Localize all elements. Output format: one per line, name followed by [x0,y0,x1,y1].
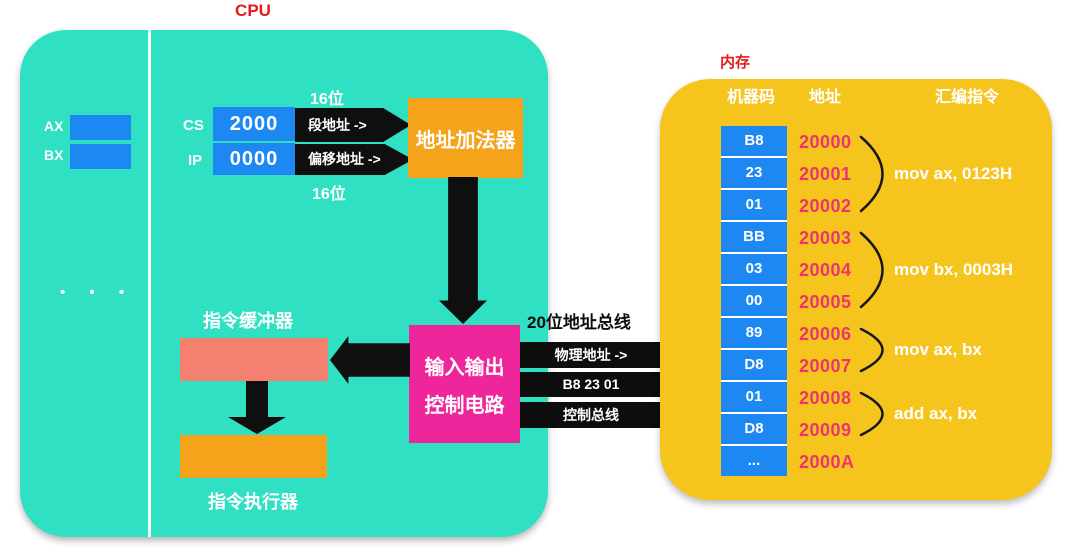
memory-address: 20004 [799,260,852,280]
memory-cell: ... [747,452,761,469]
memory-address: 20003 [799,228,852,248]
memory-cell: 03 [721,254,787,286]
bus-bar-physical-address: 物理地址 -> [520,342,662,368]
register-bx-box [70,144,131,169]
cpu-divider [148,30,151,537]
more-registers-dots: • • • [60,284,135,301]
instruction-executor-label: 指令执行器 [208,492,298,512]
assembly-instruction: mov ax, bx [894,340,982,359]
memory-address: 20005 [799,292,852,312]
bus-bar-control: 控制总线 [520,402,662,428]
assembly-instruction: add ax, bx [894,404,978,423]
header-assembly: 汇编指令 [935,89,1000,106]
io-control-line1: 输入输出 [424,356,505,379]
instruction-buffer-box [180,338,328,381]
memory-cell: 23 [721,158,787,190]
memory-cell: D8 [721,414,787,446]
address-adder-box: 地址加法器 [408,98,523,178]
assembly-instruction: mov ax, 0123H [894,164,1013,183]
cpu-title: CPU [235,1,271,20]
register-ip-value: 0000 [213,143,295,175]
memory-cell: 89 [721,318,787,350]
memory-cell: 00 [721,286,787,318]
io-control-line2: 控制电路 [424,394,505,417]
offset-address-arrow: 偏移地址 -> [295,144,413,175]
io-control-box: 输入输出 控制电路 [409,325,520,443]
register-ax-label: AX [44,118,64,134]
memory-address: 20002 [799,196,852,216]
register-ip-label: IP [188,152,203,169]
io-to-buffer-arrow [330,336,410,384]
memory-cell: D8 [721,350,787,382]
memory-address: 20008 [799,388,852,408]
instruction-executor-box [180,435,327,478]
address-bus-title: 20位地址总线 [527,313,631,332]
register-bx-label: BX [44,147,64,163]
memory-cell: 01 [721,382,787,414]
segment-address-arrow: 段地址 -> [295,108,411,142]
address-adder-label: 地址加法器 [415,129,516,152]
memory-address: 20000 [799,132,852,152]
memory-cell: B8 [721,126,787,158]
bit16-label-bottom: 16位 [312,186,346,203]
memory-title: 内存 [720,54,751,71]
register-cs-label: CS [183,117,204,134]
register-cs-value: 2000 [213,107,295,141]
memory-address: 20009 [799,420,852,440]
memory-block [660,79,1052,500]
memory-cell: 01 [721,190,787,222]
bus-bar-data: B8 23 01 [520,372,662,397]
memory-address: 2000A [799,452,855,472]
assembly-instruction: mov bx, 0003H [894,260,1014,279]
memory-address: 20006 [799,324,852,344]
bit16-label-top: 16位 [310,91,344,108]
memory-address: 20001 [799,164,852,184]
memory-cell: BB [721,222,787,254]
header-address: 地址 [809,89,842,106]
memory-address: 20007 [799,356,852,376]
instruction-buffer-label: 指令缓冲器 [203,311,293,331]
register-ax-box [70,115,131,140]
header-machine-code: 机器码 [727,89,776,106]
